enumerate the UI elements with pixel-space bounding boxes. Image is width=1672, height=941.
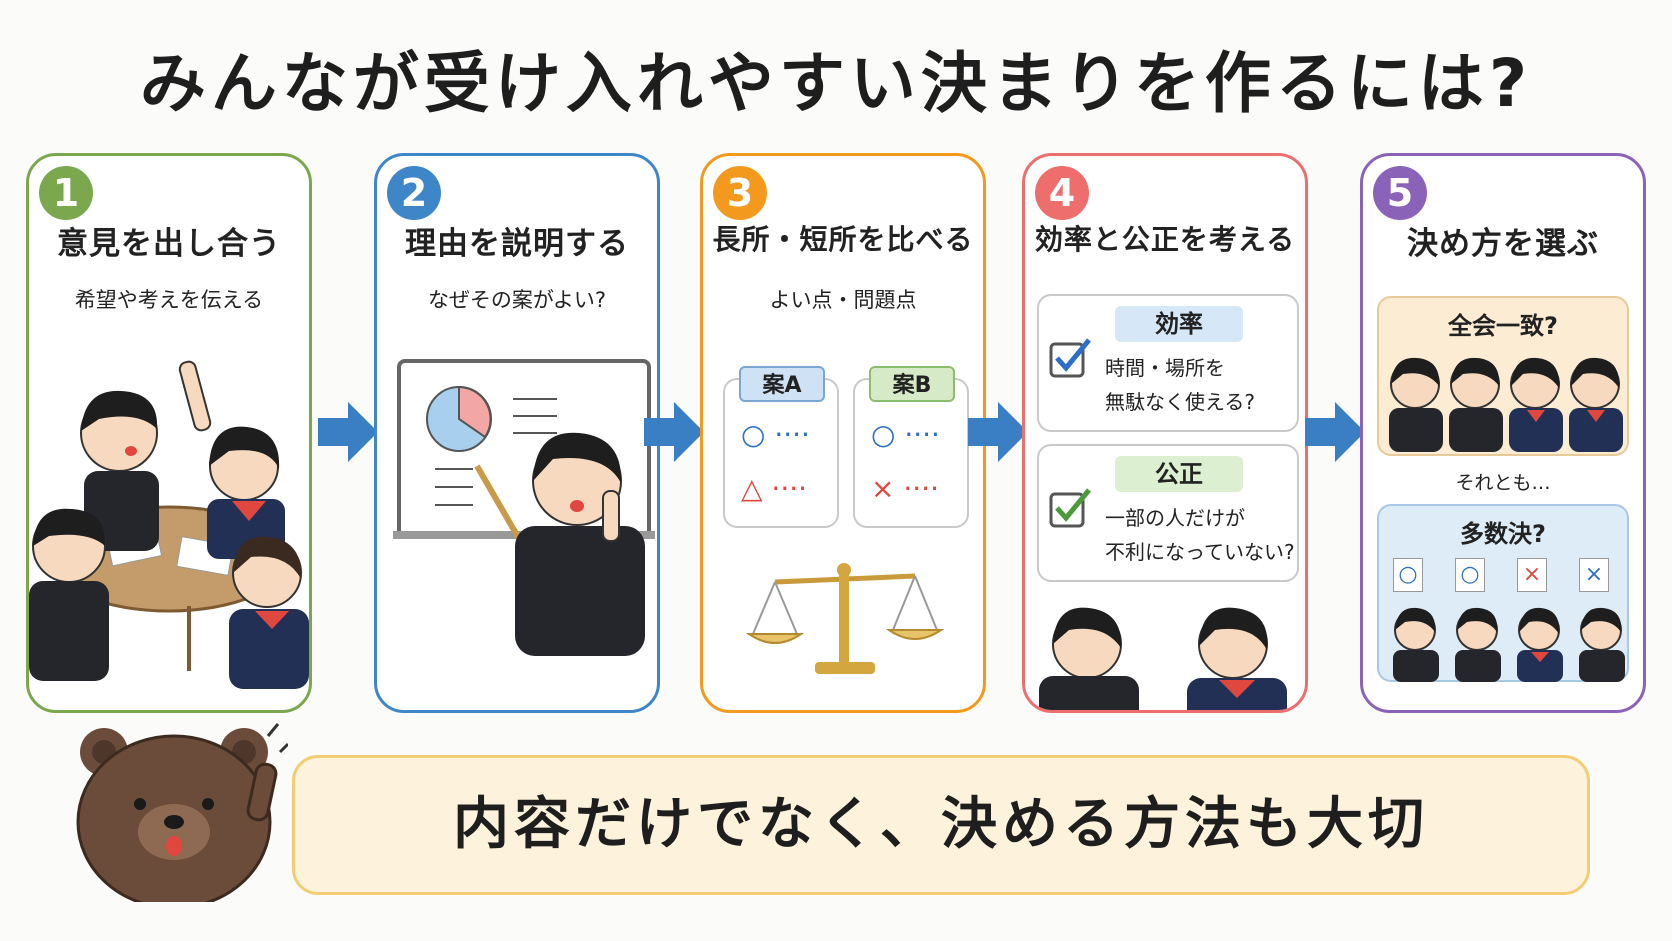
plan-a-item-1: ○ ····	[741, 418, 810, 451]
step-4-title: 効率と公正を考える	[1034, 223, 1296, 256]
step-1-panel: 1 意見を出し合う 希望や考えを伝える	[26, 153, 312, 713]
bear-mascot-icon	[76, 723, 288, 902]
efficiency-line-1: 時間・場所を	[1105, 356, 1225, 380]
arrow-2-to-3	[644, 402, 704, 462]
efficiency-line-2: 無駄なく使える?	[1105, 390, 1256, 414]
step-1-number: 1	[39, 166, 93, 220]
voting-students-illustration	[1393, 606, 1626, 682]
step-2-number: 2	[387, 166, 441, 220]
majority-vote-label: 多数決?	[1460, 520, 1546, 548]
plan-b-card: 案B ○ ···· × ····	[853, 366, 969, 528]
step-4-number: 4	[1035, 166, 1089, 220]
conclusion-banner: 内容だけでなく、決める方法も大切	[292, 755, 1590, 895]
step-5-panel: 5 決め方を選ぶ 全会一致? それとも…	[1360, 153, 1646, 713]
step-2-panel: 2 理由を説明する なぜその案がよい?	[374, 153, 660, 713]
arrow-4-to-5	[1305, 402, 1365, 462]
plan-a-card: 案A ○ ···· △ ····	[723, 366, 839, 528]
arrow-3-to-4	[968, 402, 1028, 462]
step-2-subtitle: なぜその案がよい?	[427, 288, 607, 312]
vote-card-4: ×	[1579, 558, 1609, 592]
step-3-panel: 3 長所・短所を比べる よい点・問題点 案A ○ ···· △ ···· 案B …	[700, 153, 986, 713]
step-5-number: 5	[1373, 166, 1427, 220]
or-connector: それとも…	[1455, 472, 1551, 494]
efficiency-card: 効率 時間・場所を 無駄なく使える?	[1037, 294, 1299, 432]
plan-b-item-2: × ····	[871, 472, 939, 505]
plan-a-label: 案A	[739, 366, 825, 402]
step-5-title: 決め方を選ぶ	[1407, 226, 1599, 262]
agreeing-students-illustration	[1389, 356, 1623, 453]
checkbox-checked-icon	[1049, 338, 1091, 378]
step-1-subtitle: 希望や考えを伝える	[74, 288, 264, 312]
fairness-card: 公正 一部の人だけが 不利になっていない?	[1037, 444, 1299, 582]
step-2-title: 理由を説明する	[405, 226, 629, 262]
plan-b-item-1: ○ ····	[871, 418, 940, 451]
fairness-line-1: 一部の人だけが	[1105, 506, 1245, 530]
plan-b-label: 案B	[869, 366, 955, 402]
step-1-title: 意見を出し合う	[57, 226, 281, 262]
discussion-illustration	[29, 360, 309, 689]
vote-card-2: ○	[1455, 558, 1485, 592]
efficiency-label: 効率	[1115, 306, 1243, 342]
vote-card-3: ×	[1517, 558, 1547, 592]
step-4-panel: 4 効率と公正を考える 効率 時間・場所を 無駄なく使える? 公正 一部の人だけ…	[1022, 153, 1308, 713]
step-3-subtitle: よい点・問題点	[769, 288, 917, 312]
presentation-illustration	[393, 359, 655, 656]
step-3-title: 長所・短所を比べる	[712, 223, 974, 256]
step-3-number: 3	[713, 166, 767, 220]
unanimous-option: 全会一致?	[1377, 296, 1629, 456]
vote-card-1: ○	[1393, 558, 1423, 592]
plan-a-item-2: △ ····	[741, 472, 808, 505]
fairness-line-2: 不利になっていない?	[1105, 540, 1295, 564]
main-title: みんなが受け入れやすい決まりを作るには?	[139, 45, 1533, 122]
fairness-label: 公正	[1115, 456, 1243, 492]
balance-scale-icon	[745, 563, 945, 674]
checkbox-checked-icon	[1049, 488, 1091, 528]
majority-vote-option: 多数決? ○ ○ × ×	[1377, 504, 1629, 682]
unanimous-label: 全会一致?	[1448, 312, 1558, 340]
thinking-students-illustration	[1039, 607, 1287, 710]
arrow-1-to-2	[318, 402, 378, 462]
